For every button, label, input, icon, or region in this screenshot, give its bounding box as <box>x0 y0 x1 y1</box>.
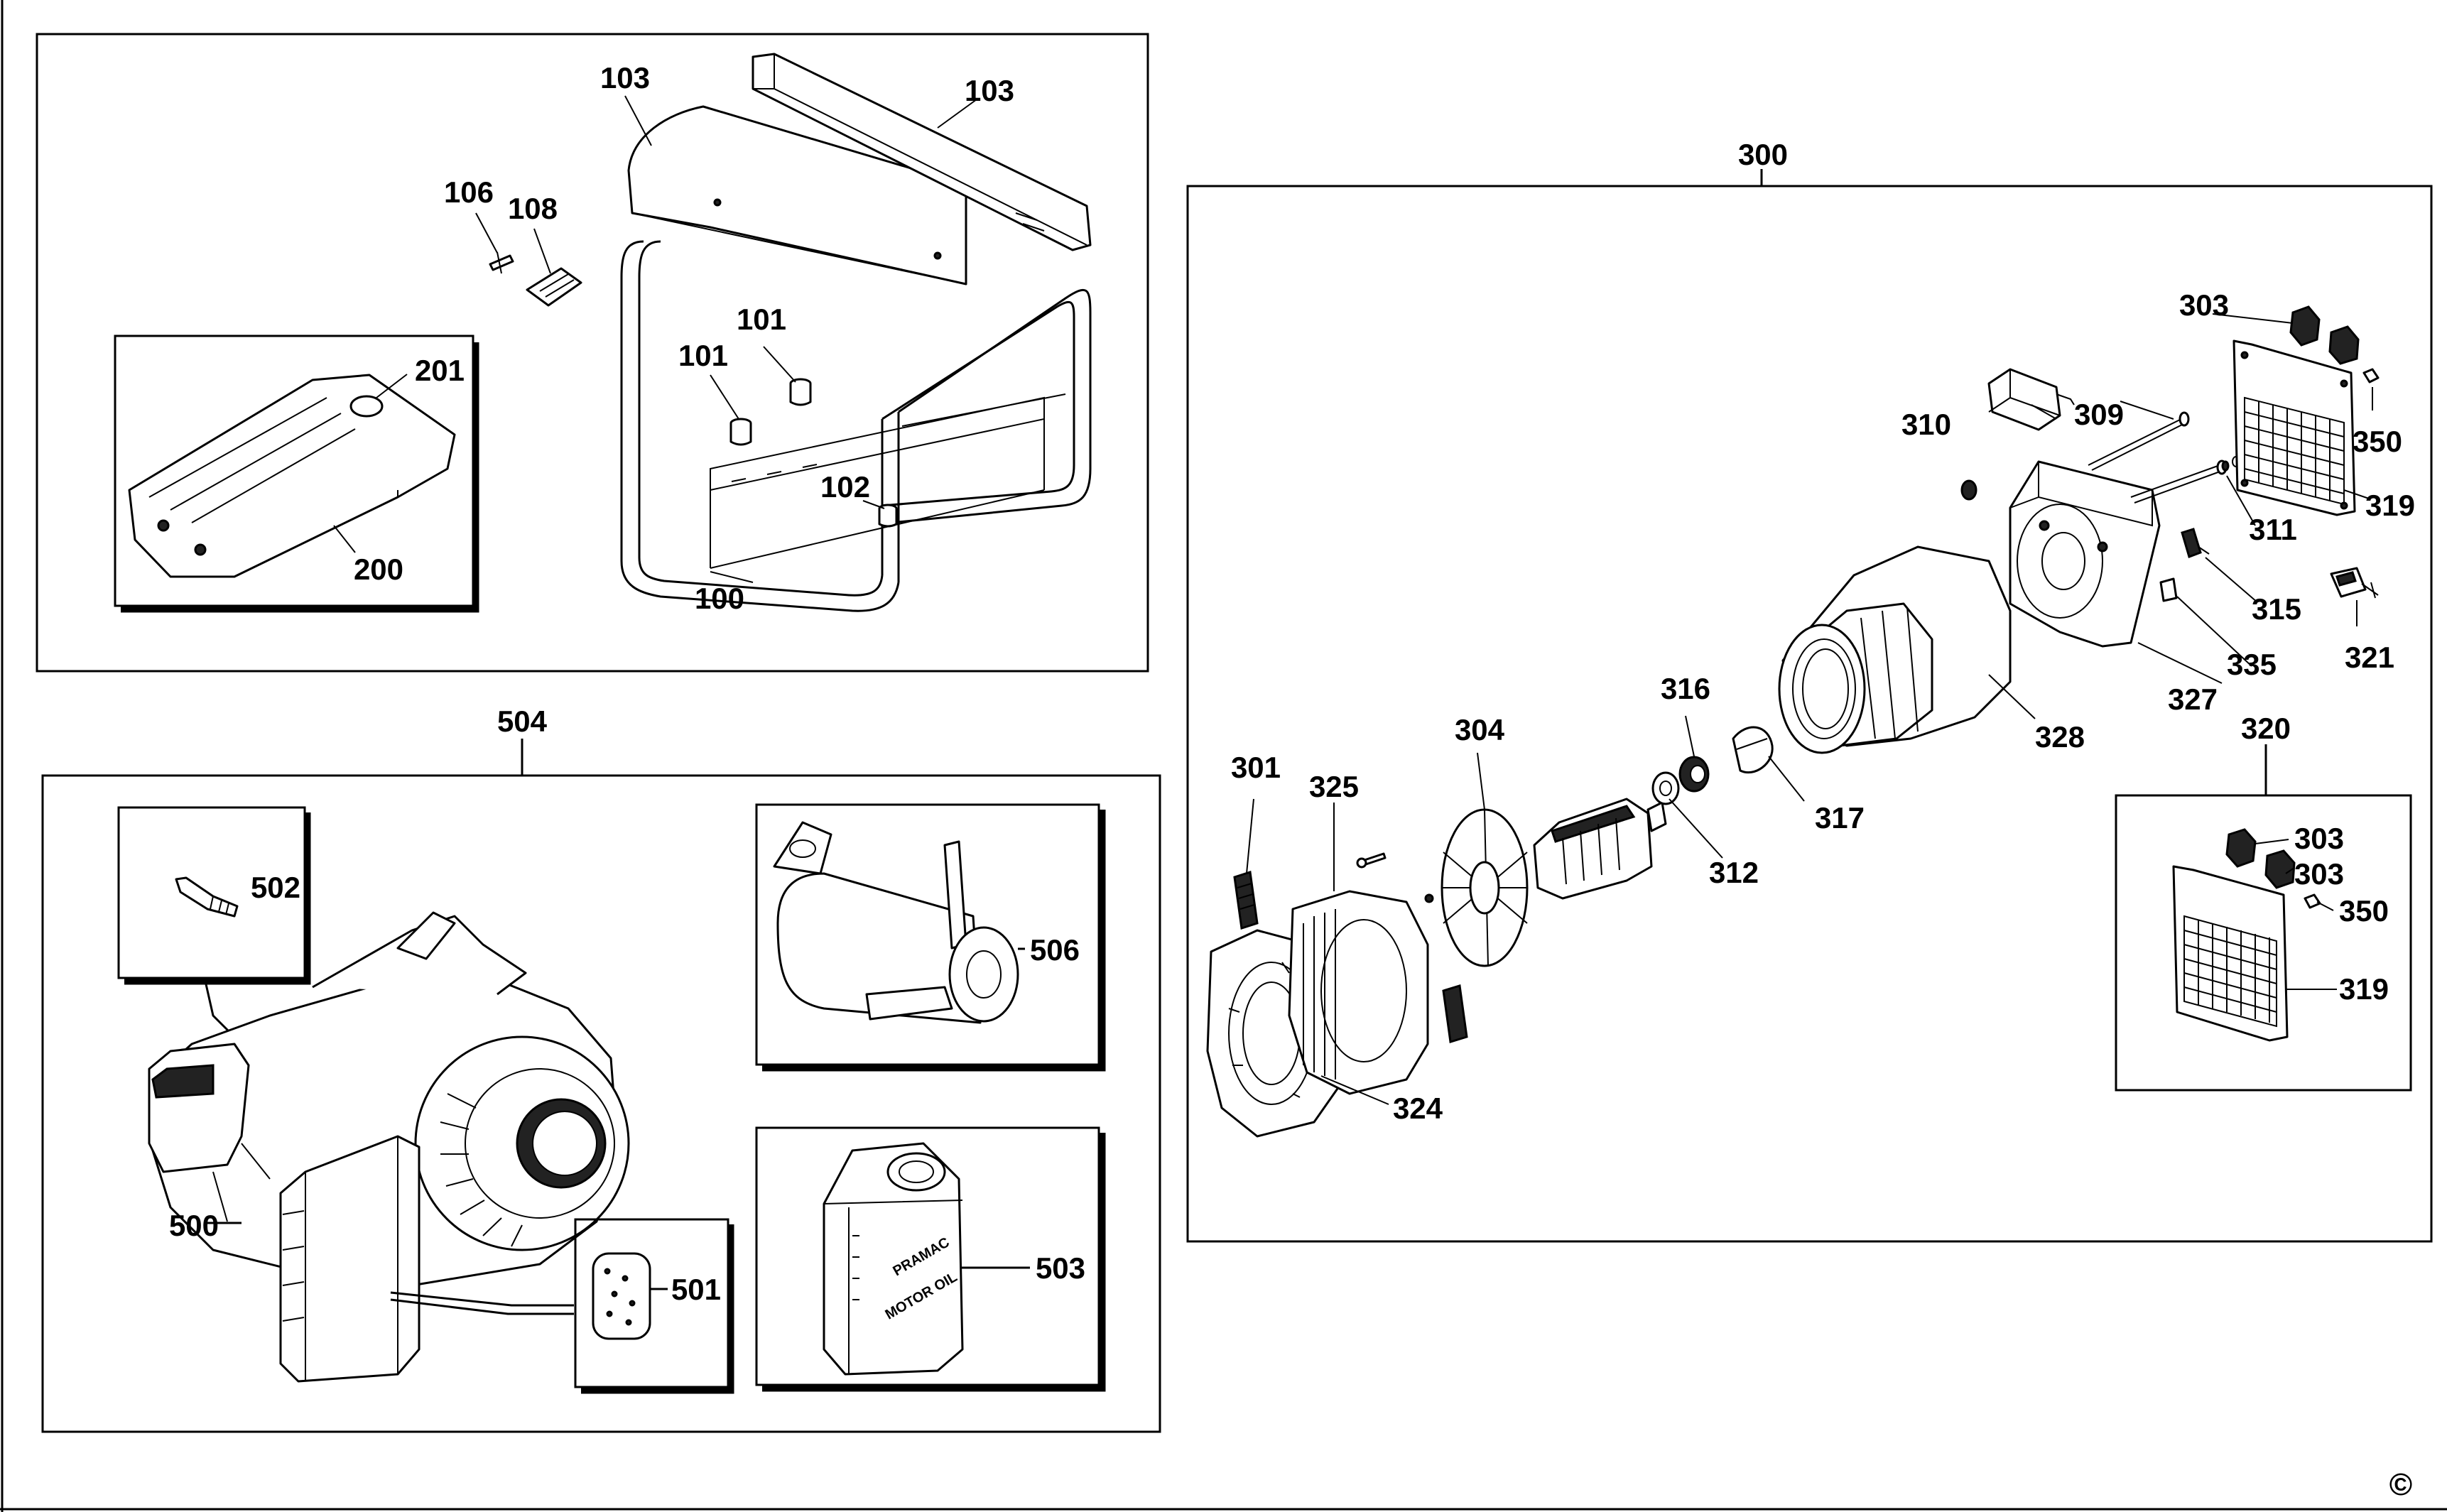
label-108: 108 <box>508 192 558 225</box>
label-300: 300 <box>1738 138 1788 171</box>
part-108 <box>526 267 582 307</box>
end-bracket-327 <box>2009 460 2161 648</box>
copyright-symbol: © <box>2389 1467 2412 1502</box>
mount-102 <box>878 504 898 528</box>
capacitor-310 <box>1987 368 2075 431</box>
rotor <box>1533 798 1667 900</box>
inset-320 <box>2115 744 2412 1092</box>
label-328: 328 <box>2035 720 2085 754</box>
clip-317 <box>1732 726 1774 774</box>
label-316: 316 <box>1661 672 1710 705</box>
spark-plug-502 <box>175 876 239 918</box>
control-panel-319b <box>2172 865 2289 1042</box>
mount-101a <box>729 418 752 446</box>
stator-frame-325 <box>1288 890 1429 1095</box>
label-315: 315 <box>2252 592 2301 626</box>
part-315 <box>2181 528 2210 558</box>
label-309: 309 <box>2074 398 2124 431</box>
label-106: 106 <box>444 175 494 209</box>
bolt-325 <box>1356 852 1387 869</box>
fuel-cap-201 <box>349 395 384 418</box>
engine-assembly-panel: PRAMAC MOTOR OIL <box>41 739 1161 1433</box>
part-335 <box>2159 577 2178 602</box>
alternator-panel-border <box>1186 185 2433 1243</box>
label-504: 504 <box>497 705 548 738</box>
control-panel-319a <box>2232 339 2356 516</box>
small-parts-106-108 <box>489 251 582 307</box>
label-102: 102 <box>820 470 870 504</box>
label-301: 301 <box>1231 751 1281 784</box>
label-201: 201 <box>415 354 465 387</box>
label-502: 502 <box>251 871 300 904</box>
label-304: 304 <box>1455 713 1505 746</box>
label-303-top: 303 <box>2179 288 2229 322</box>
label-101-right: 101 <box>737 303 786 336</box>
label-327: 327 <box>2168 682 2218 716</box>
switch-321 <box>2330 567 2379 599</box>
label-500: 500 <box>169 1209 219 1242</box>
fuel-tank-inset <box>114 335 479 613</box>
bearing-316 <box>1678 756 1710 793</box>
generator-frame-100 <box>620 240 1092 612</box>
rail-103b <box>752 53 1092 251</box>
knob-303a <box>2289 305 2360 365</box>
label-506: 506 <box>1030 933 1080 967</box>
cover-panel-103a <box>627 105 967 285</box>
label-320: 320 <box>2241 712 2291 745</box>
muffler-inset <box>755 803 1106 1072</box>
engine-panel-border <box>41 774 1161 1433</box>
label-101-left: 101 <box>678 339 728 372</box>
label-503: 503 <box>1036 1251 1085 1285</box>
label-103-rail: 103 <box>965 74 1014 107</box>
leader-lines <box>333 95 2373 1105</box>
muffler-506 <box>776 872 982 1024</box>
label-317: 317 <box>1815 801 1865 834</box>
label-303-inset-a: 303 <box>2294 822 2344 855</box>
label-319-top: 319 <box>2365 489 2415 522</box>
filter-element-501 <box>592 1252 651 1340</box>
bearing-312 <box>1651 771 1680 805</box>
air-filter-inset <box>574 1218 734 1394</box>
label-310: 310 <box>1901 408 1951 441</box>
label-350-inset: 350 <box>2339 894 2389 928</box>
label-501: 501 <box>671 1273 721 1306</box>
label-303-inset-b: 303 <box>2294 857 2344 891</box>
air-filter-housing <box>279 1135 421 1383</box>
label-350-top: 350 <box>2353 425 2402 458</box>
label-321: 321 <box>2345 641 2394 674</box>
knob-303b <box>2225 828 2296 889</box>
label-103-cover: 103 <box>600 61 650 94</box>
label-312: 312 <box>1709 856 1759 889</box>
callout-labels: 103 103 106 108 101 101 102 100 201 200 … <box>169 61 2415 1502</box>
bolt-309 <box>2088 411 2190 471</box>
label-311: 311 <box>2249 513 2297 546</box>
frame-assembly-panel <box>36 33 1149 673</box>
small-part-350b <box>2304 893 2321 909</box>
label-100: 100 <box>695 582 744 615</box>
frame-panel-border <box>36 33 1149 673</box>
fan-304 <box>1424 808 1529 967</box>
spark-plug-inset <box>117 806 311 985</box>
nut-left <box>1960 479 1977 501</box>
oil-can-inset: PRAMAC MOTOR OIL <box>755 1126 1106 1392</box>
vent-301 <box>1233 871 1259 930</box>
bolt-311 <box>2130 456 2240 504</box>
alternator-assembly-panel <box>1186 169 2433 1243</box>
label-324: 324 <box>1393 1092 1443 1125</box>
label-319-inset: 319 <box>2339 972 2389 1006</box>
label-200: 200 <box>354 553 403 586</box>
label-325: 325 <box>1309 770 1359 803</box>
label-335: 335 <box>2227 648 2277 681</box>
mount-101b <box>789 378 812 406</box>
part-106 <box>489 254 514 271</box>
vent-301b <box>1442 984 1468 1043</box>
small-part-350a <box>2362 368 2380 384</box>
stator-328 <box>1778 545 2012 754</box>
engine-500 <box>148 911 630 1383</box>
